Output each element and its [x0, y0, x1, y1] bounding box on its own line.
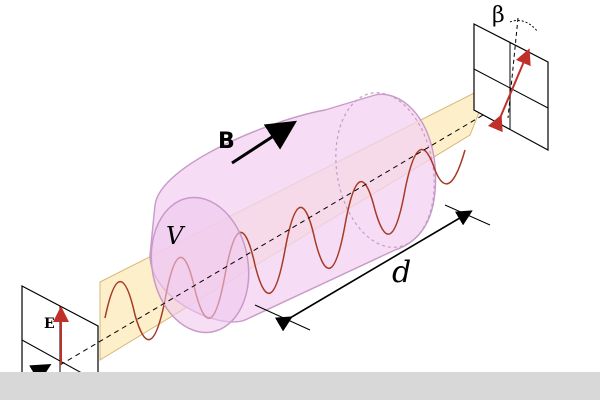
label-beta: β	[492, 3, 505, 28]
bottom-caption-band	[0, 372, 600, 400]
output-polarization-arrow	[487, 48, 531, 133]
label-distance: d	[392, 255, 411, 290]
cylinder-front-face	[150, 196, 250, 334]
magnetic-field-arrow	[231, 120, 298, 165]
rotation-angle-arc	[509, 19, 539, 33]
label-volume: V	[166, 222, 186, 250]
label-b-field: B	[218, 129, 235, 154]
output-polarizer	[473, 17, 549, 152]
distance-marker	[254, 204, 491, 332]
label-e-field: E	[44, 316, 55, 332]
